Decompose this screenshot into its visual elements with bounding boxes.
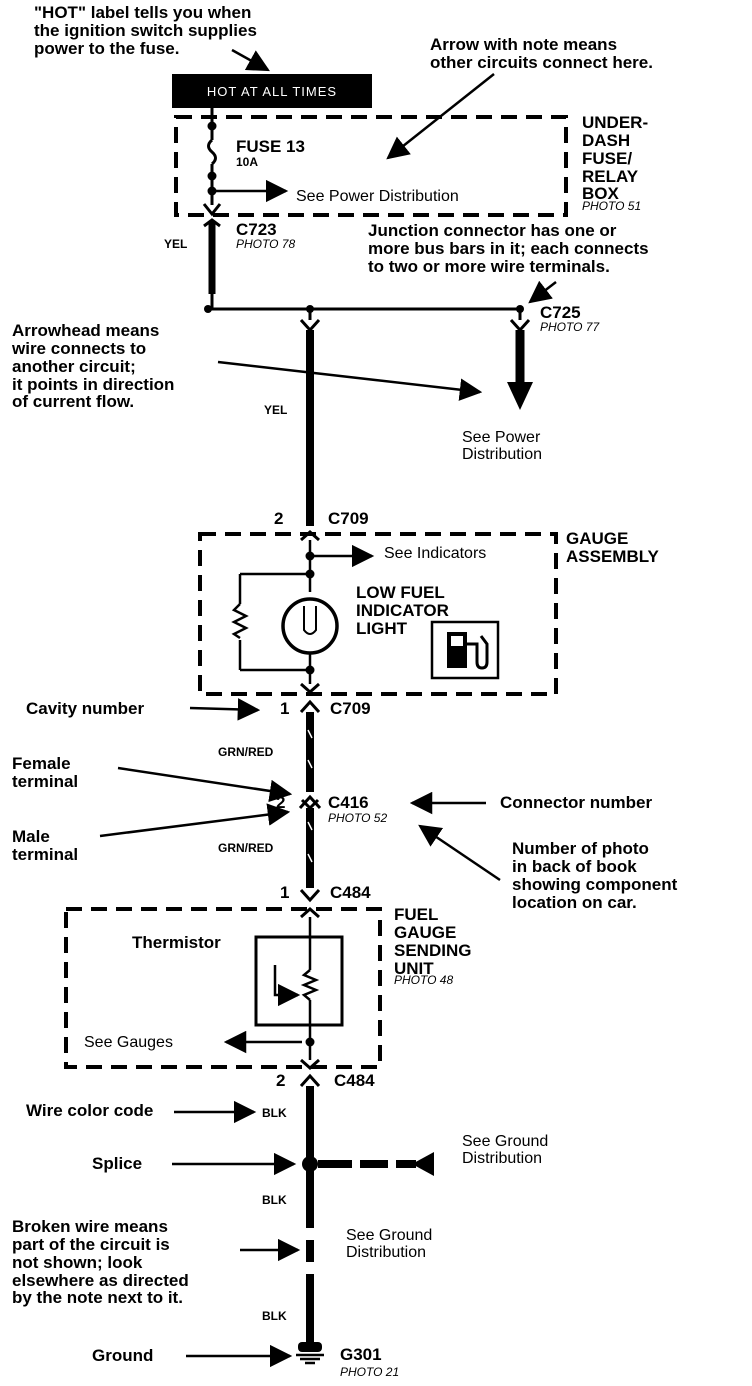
- cavity-number-note: Cavity number: [26, 699, 145, 718]
- sending-unit-photo: PHOTO 48: [394, 973, 454, 987]
- connector-c416: C416: [328, 793, 369, 812]
- thermistor-label: Thermistor: [132, 933, 221, 952]
- see-power-distribution-1: See Power Distribution: [296, 188, 459, 205]
- c484-top-cavity: 1: [280, 883, 290, 902]
- connector-c416-photo: PHOTO 52: [328, 811, 388, 825]
- c709-top-cavity: 2: [274, 509, 284, 528]
- wire-color-blk-3: BLK: [262, 1309, 287, 1323]
- thermistor-symbol: [254, 935, 344, 1027]
- splice-note: Splice: [92, 1154, 143, 1173]
- connector-c484-bottom: C484: [334, 1071, 375, 1090]
- sending-unit-name: FUEL GAUGE SENDING UNIT: [394, 905, 472, 978]
- connector-number-note: Connector number: [500, 793, 653, 812]
- see-power-distribution-2: See Power Distribution: [462, 429, 543, 463]
- ground-note: Ground: [92, 1346, 154, 1365]
- fuse-rating: 10A: [236, 155, 259, 169]
- wire-color-code-note: Wire color code: [26, 1101, 154, 1120]
- male-terminal-symbol: [300, 798, 320, 811]
- c416-cavity: 2: [276, 793, 286, 812]
- fuel-pump-icon: [430, 620, 500, 680]
- ground-symbol: [296, 1342, 324, 1365]
- junction-connector-note: Junction connector has one or more bus b…: [368, 221, 649, 276]
- bulb-symbol: [281, 597, 339, 655]
- gauge-assembly-outline: [198, 532, 558, 696]
- photo-number-note: Number of photo in back of book showing …: [512, 839, 678, 912]
- low-fuel-light-name: LOW FUEL INDICATOR LIGHT: [356, 583, 449, 638]
- wire-color-blk-2: BLK: [262, 1193, 287, 1207]
- gauge-assembly-name: GAUGE ASSEMBLY: [566, 529, 659, 566]
- female-terminal-note: Female terminal: [12, 754, 79, 791]
- splice-dot: [302, 1156, 318, 1172]
- see-gauges: See Gauges: [84, 1034, 173, 1051]
- ground-g301-photo: PHOTO 21: [340, 1365, 400, 1379]
- fuse-name: FUSE 13: [236, 137, 305, 156]
- sending-unit-outline: [64, 907, 382, 1069]
- c484-bottom-cavity: 2: [276, 1071, 286, 1090]
- fuse-box-name: UNDER- DASH FUSE/ RELAY BOX: [582, 113, 649, 204]
- female-terminal-symbol: [298, 794, 322, 810]
- arrowhead-note: Arrowhead means wire connects to another…: [12, 321, 175, 412]
- resistor-symbol: [231, 603, 249, 640]
- connector-c723-photo: PHOTO 78: [236, 237, 296, 251]
- hot-label-text: HOT AT ALL TIMES: [206, 83, 338, 99]
- arrow-note: Arrow with note means other circuits con…: [430, 35, 653, 72]
- connector-c725-photo: PHOTO 77: [540, 320, 600, 334]
- see-indicators: See Indicators: [384, 545, 487, 562]
- connector-c725: C725: [540, 303, 581, 322]
- see-ground-distribution-2: See Ground Distribution: [346, 1227, 433, 1261]
- fuse-box-photo: PHOTO 51: [582, 199, 642, 213]
- wire-color-grn-red-2: GRN/RED: [218, 841, 274, 855]
- ground-g301: G301: [340, 1345, 382, 1364]
- power-distribution-arrowhead: [507, 382, 533, 410]
- wire-color-yel-1: YEL: [164, 237, 188, 251]
- fuse-relay-box-outline: [174, 115, 568, 217]
- connector-c723: C723: [236, 220, 277, 239]
- wire-color-grn-red-1: GRN/RED: [218, 745, 274, 759]
- see-ground-distribution-1: See Ground Distribution: [462, 1133, 549, 1167]
- male-terminal-note: Male terminal: [12, 827, 79, 864]
- wire-color-blk-1: BLK: [262, 1106, 287, 1120]
- connector-c484-top: C484: [330, 883, 371, 902]
- hot-at-all-times-label: HOT AT ALL TIMES: [172, 74, 372, 108]
- connector-c709-bottom: C709: [330, 699, 371, 718]
- hot-note: "HOT" label tells you when the ignition …: [34, 3, 257, 58]
- connector-c709-top: C709: [328, 509, 369, 528]
- wire-color-yel-2: YEL: [264, 403, 288, 417]
- broken-wire-note: Broken wire means part of the circuit is…: [12, 1217, 189, 1308]
- fuse-symbol: [207, 138, 217, 166]
- c709-bottom-cavity: 1: [280, 699, 290, 718]
